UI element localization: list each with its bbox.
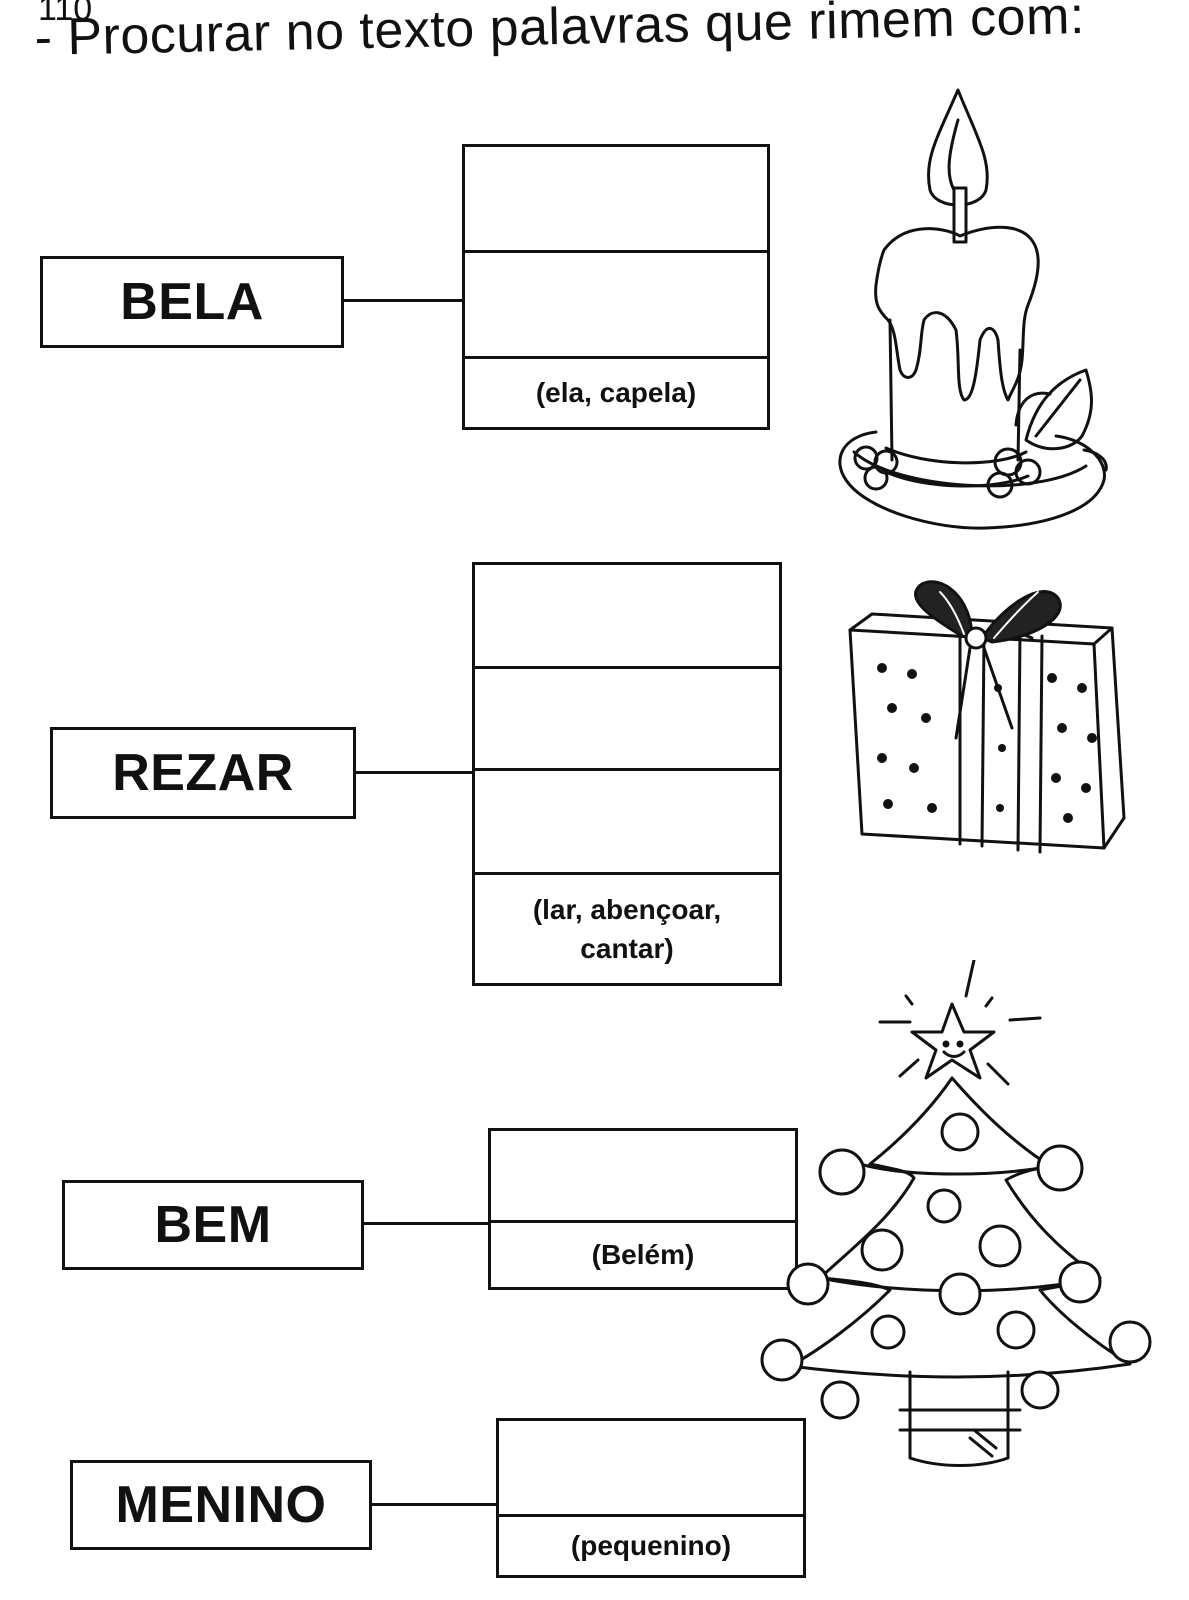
word-label: BELA <box>120 273 264 331</box>
word-label: MENINO <box>115 1476 327 1534</box>
rhyme-hint-line: (lar, abençoar, <box>532 893 722 925</box>
answer-line[interactable] <box>499 1421 803 1517</box>
connector-line <box>356 771 474 774</box>
word-box-rezar: REZAR <box>50 727 356 819</box>
rhyme-hint-line: cantar) <box>580 933 674 964</box>
connector-line <box>372 1503 496 1506</box>
answer-box-bela: (ela, capela) <box>462 144 770 430</box>
candle-icon <box>836 80 1136 550</box>
answer-line[interactable] <box>491 1131 795 1223</box>
word-label: BEM <box>154 1196 272 1254</box>
answer-box-bem: (Belém) <box>488 1128 798 1290</box>
answer-line[interactable] <box>475 669 779 771</box>
gift-box-icon <box>842 578 1142 898</box>
rhyme-hint: (lar, abençoar, cantar) <box>475 875 779 983</box>
christmas-tree-icon <box>760 960 1160 1520</box>
answer-line[interactable] <box>465 253 767 359</box>
word-label: REZAR <box>112 744 294 802</box>
word-box-bela: BELA <box>40 256 344 348</box>
instruction-title: - Procurar no texto palavras que rimem c… <box>34 0 1086 67</box>
rhyme-hint: (pequenino) <box>570 1530 732 1562</box>
answer-box-rezar: (lar, abençoar, cantar) <box>472 562 782 986</box>
rhyme-hint: (Belém) <box>591 1239 695 1271</box>
page-number: 110 <box>38 0 93 28</box>
connector-line <box>364 1222 488 1225</box>
answer-line[interactable] <box>475 565 779 669</box>
connector-line <box>344 299 462 302</box>
word-box-menino: MENINO <box>70 1460 372 1550</box>
answer-line[interactable] <box>475 771 779 875</box>
word-box-bem: BEM <box>62 1180 364 1270</box>
answer-box-menino: (pequenino) <box>496 1418 806 1578</box>
answer-line[interactable] <box>465 147 767 253</box>
rhyme-hint: (ela, capela) <box>535 377 697 409</box>
